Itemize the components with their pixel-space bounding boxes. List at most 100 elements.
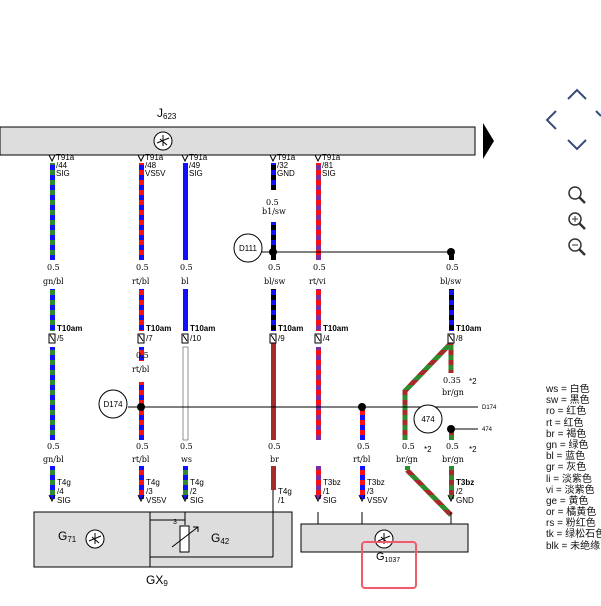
svg-text:T91a: T91a [277,153,296,162]
svg-text:T10am: T10am [456,324,481,333]
svg-text:T4g: T4g [146,478,160,487]
svg-text:T10am: T10am [57,324,82,333]
legend-item: gr = 灰色 [546,462,587,474]
sensor-g1037: G1037 [300,512,469,589]
arrow-right-icon[interactable] [595,110,601,117]
svg-text:*2: *2 [424,445,432,454]
wire-br-gn-diagonal [402,341,453,440]
svg-text:rt/vi: rt/vi [309,277,326,286]
svg-text:rt/bl: rt/bl [132,277,150,286]
t10am-pin-4: T10am/4 [314,324,348,344]
arrow-down-icon[interactable] [567,139,587,151]
zoom-out-icon[interactable] [568,238,586,256]
svg-text:/3: /3 [146,487,153,496]
legend-item: gn = 绿色 [546,439,589,451]
next-page-arrow-icon[interactable] [483,123,494,159]
svg-text:bl: bl [181,277,189,286]
svg-text:b1/sw: b1/sw [262,207,286,216]
wire-gn-bl-1 [50,163,55,260]
legend-item: br = 褐色 [546,428,587,440]
svg-text:/32: /32 [277,161,289,170]
svg-text:T10am: T10am [278,324,303,333]
legend-item: ws = 白色 [546,384,590,395]
g42-resistor-icon [179,525,190,553]
svg-text:rt/bl: rt/bl [132,455,150,464]
wire-bl-sw-7 [449,255,454,260]
wire-br-4 [271,343,276,440]
svg-text:0.5: 0.5 [446,442,459,451]
svg-text:/81: /81 [322,161,334,170]
svg-text:br: br [270,455,279,464]
svg-text:bl/sw: bl/sw [264,277,285,286]
legend-item: bl = 蓝色 [546,451,586,463]
svg-text:GND: GND [277,169,295,178]
t10am-pin-5: T10am/5 [48,324,82,344]
legend-item: sw = 黑色 [546,395,590,407]
svg-text:*2: *2 [469,445,477,454]
splice-474: 474 [413,404,443,434]
svg-text:/1: /1 [323,487,330,496]
svg-text:SIG: SIG [57,496,71,505]
splices: D111 D174 474 D174 474 [98,233,497,434]
svg-text:/10: /10 [190,334,202,343]
svg-text:0.5: 0.5 [268,263,281,272]
svg-text:0.5: 0.5 [136,351,149,360]
svg-text:/4: /4 [57,487,64,496]
svg-text:bl/sw: bl/sw [440,277,461,286]
svg-text:/8: /8 [456,334,463,343]
legend-item: rt = 红色 [546,417,584,429]
svg-text:T4g: T4g [190,478,204,487]
wire-rt-bl-6 [360,408,365,440]
svg-text:T91a: T91a [145,153,164,162]
svg-text:T3bz: T3bz [456,478,474,487]
svg-text:J623: J623 [157,106,177,121]
t10am-pin-10: T10am/10 [181,324,215,344]
svg-text:T4g: T4g [278,487,292,496]
zoom-fit-icon[interactable] [568,186,586,204]
svg-text:T10am: T10am [146,324,171,333]
wires [50,163,478,517]
svg-text:rt/bl: rt/bl [353,455,371,464]
svg-text:0.5: 0.5 [357,442,370,451]
svg-text:br/gn: br/gn [442,388,464,397]
svg-text:0.5: 0.5 [268,442,281,451]
svg-text:T4g: T4g [57,478,71,487]
svg-text:0.5: 0.5 [136,263,149,272]
legend-item: rs = 粉红色 [546,518,596,530]
t4g-pin-1: T4g/1 [278,487,292,505]
svg-text:0.5: 0.5 [180,263,193,272]
arrow-left-icon[interactable] [545,110,557,130]
svg-text:GND: GND [456,496,474,505]
svg-text:/48: /48 [145,161,157,170]
g71-label: G71 [58,529,77,544]
arrow-up-icon[interactable] [567,88,587,100]
svg-text:/2: /2 [190,487,197,496]
splice-d111: D111 [233,233,263,263]
t10am-pin-9: T10am/9 [269,324,303,344]
t10am-pin-7: T10am/7 [137,324,171,344]
svg-text:SIG: SIG [56,169,70,178]
svg-text:rt/bl: rt/bl [132,365,150,374]
g1037-label: G1037 [376,551,400,564]
legend-item: li = 淡紫色 [546,473,592,485]
svg-text:D111: D111 [239,244,257,253]
svg-text:0.5: 0.5 [47,263,60,272]
svg-text:T3bz: T3bz [367,478,385,487]
offpage-d174: D174 [482,405,497,411]
zoom-in-icon[interactable] [568,212,586,230]
svg-text:D174: D174 [103,400,123,409]
svg-text:0.5: 0.5 [180,442,193,451]
svg-text:/44: /44 [56,161,68,170]
svg-text:/5: /5 [57,334,64,343]
svg-text:0.5: 0.5 [446,263,459,272]
svg-text:T91a: T91a [322,153,341,162]
svg-text:SIG: SIG [189,169,203,178]
